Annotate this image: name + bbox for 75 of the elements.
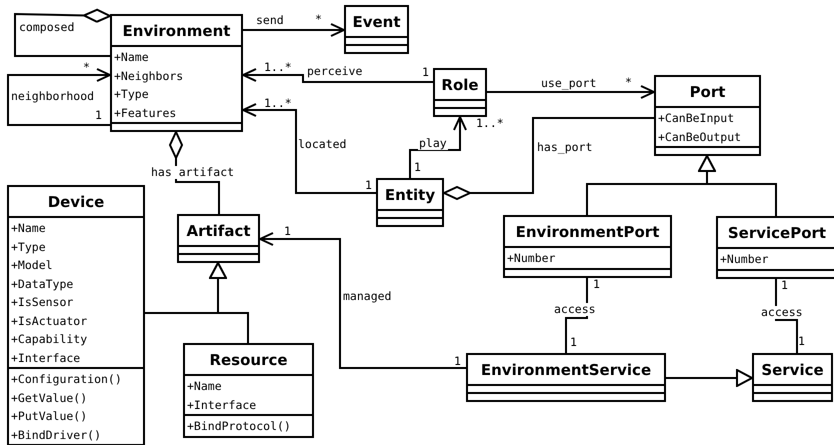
- multiplicity-label: 1..*: [475, 117, 505, 130]
- aggregation-line: [14, 8, 111, 57]
- multiplicity-label: *: [82, 61, 91, 74]
- association-arrow: [243, 23, 345, 37]
- edge-label: access: [553, 303, 597, 316]
- attribute-list: +Name +Type +Model +DataType +IsSensor +IsActuator +Capability +Interface: [9, 218, 143, 369]
- multiplicity-label: 1..*: [263, 61, 293, 74]
- class-name: EnvironmentPort: [505, 217, 670, 248]
- association-arrow: [409, 116, 467, 178]
- class-name: Service: [754, 355, 831, 386]
- edge-label: composed: [18, 21, 76, 34]
- class-box: [433, 68, 487, 117]
- multiplicity-label: 1: [797, 335, 806, 348]
- class-name: Resource: [185, 345, 312, 376]
- association-arrow: [259, 232, 466, 369]
- generalization-arrow: [698, 155, 777, 216]
- association-line: [775, 279, 798, 353]
- attribute-list: +Number: [718, 249, 834, 270]
- multiplicity-label: 1: [364, 179, 373, 192]
- class-name: Device: [9, 187, 143, 218]
- class-box: [110, 14, 243, 132]
- multiplicity-label: 1: [453, 355, 462, 368]
- class-box: [752, 353, 833, 402]
- class-box: [466, 353, 666, 402]
- attribute-list: +Number: [505, 248, 670, 270]
- multiplicity-label: 1..*: [263, 97, 293, 110]
- association-arrow: [7, 68, 111, 126]
- edge-label: play: [418, 137, 448, 150]
- generalization-arrow: [666, 369, 753, 387]
- edge-label: neighborhood: [10, 90, 96, 103]
- multiplicity-label: 1: [283, 225, 292, 238]
- multiplicity-label: *: [624, 76, 633, 89]
- multiplicity-label: 1: [421, 66, 430, 79]
- edge-label: has artifact: [150, 166, 236, 179]
- class-name: Environment: [112, 16, 241, 47]
- class-box: [654, 75, 761, 156]
- class-name: EnvironmentService: [468, 355, 664, 386]
- class-box: [716, 216, 834, 278]
- class-box: [7, 185, 145, 445]
- association-arrow: [242, 68, 433, 83]
- edge-label: use_port: [540, 77, 598, 90]
- class-name: Artifact: [179, 216, 258, 247]
- class-name: Role: [435, 70, 485, 101]
- edge-label: managed: [342, 290, 392, 303]
- multiplicity-label: 1: [780, 279, 789, 292]
- attribute-list: +Name +Neighbors +Type +Features: [112, 47, 241, 124]
- multiplicity-label: *: [314, 13, 323, 26]
- multiplicity-label: 1: [592, 278, 601, 291]
- edge-label: send: [255, 14, 285, 27]
- method-list: +BindProtocol(): [185, 416, 312, 436]
- aggregation-line: [169, 131, 220, 214]
- attribute-list: +CanBeInput +CanBeOutput: [656, 108, 759, 148]
- generalization-arrow: [209, 262, 249, 343]
- edge-label: located: [297, 138, 348, 151]
- edge-label: has_port: [536, 141, 594, 154]
- association-arrow: [242, 103, 376, 194]
- class-box: [503, 215, 672, 278]
- multiplicity-label: 1: [94, 109, 103, 122]
- class-name: Event: [346, 7, 407, 38]
- association-line: [565, 278, 588, 353]
- class-box: [344, 5, 409, 54]
- edge-label: access: [760, 306, 804, 319]
- edge-label: perceive: [306, 65, 364, 78]
- aggregation-line: [443, 117, 654, 200]
- class-name: ServicePort: [718, 218, 834, 249]
- class-box: [183, 343, 314, 438]
- multiplicity-label: 1: [413, 161, 422, 174]
- class-box: [177, 214, 260, 263]
- association-arrow: [487, 85, 655, 99]
- method-list: +Configuration() +GetValue() +PutValue() +BindDriver(): [9, 369, 143, 444]
- multiplicity-label: 1: [569, 336, 578, 349]
- class-name: Port: [656, 77, 759, 108]
- attribute-list: +Name +Interface: [185, 376, 312, 416]
- class-box: [376, 178, 444, 227]
- class-name: Entity: [378, 180, 442, 211]
